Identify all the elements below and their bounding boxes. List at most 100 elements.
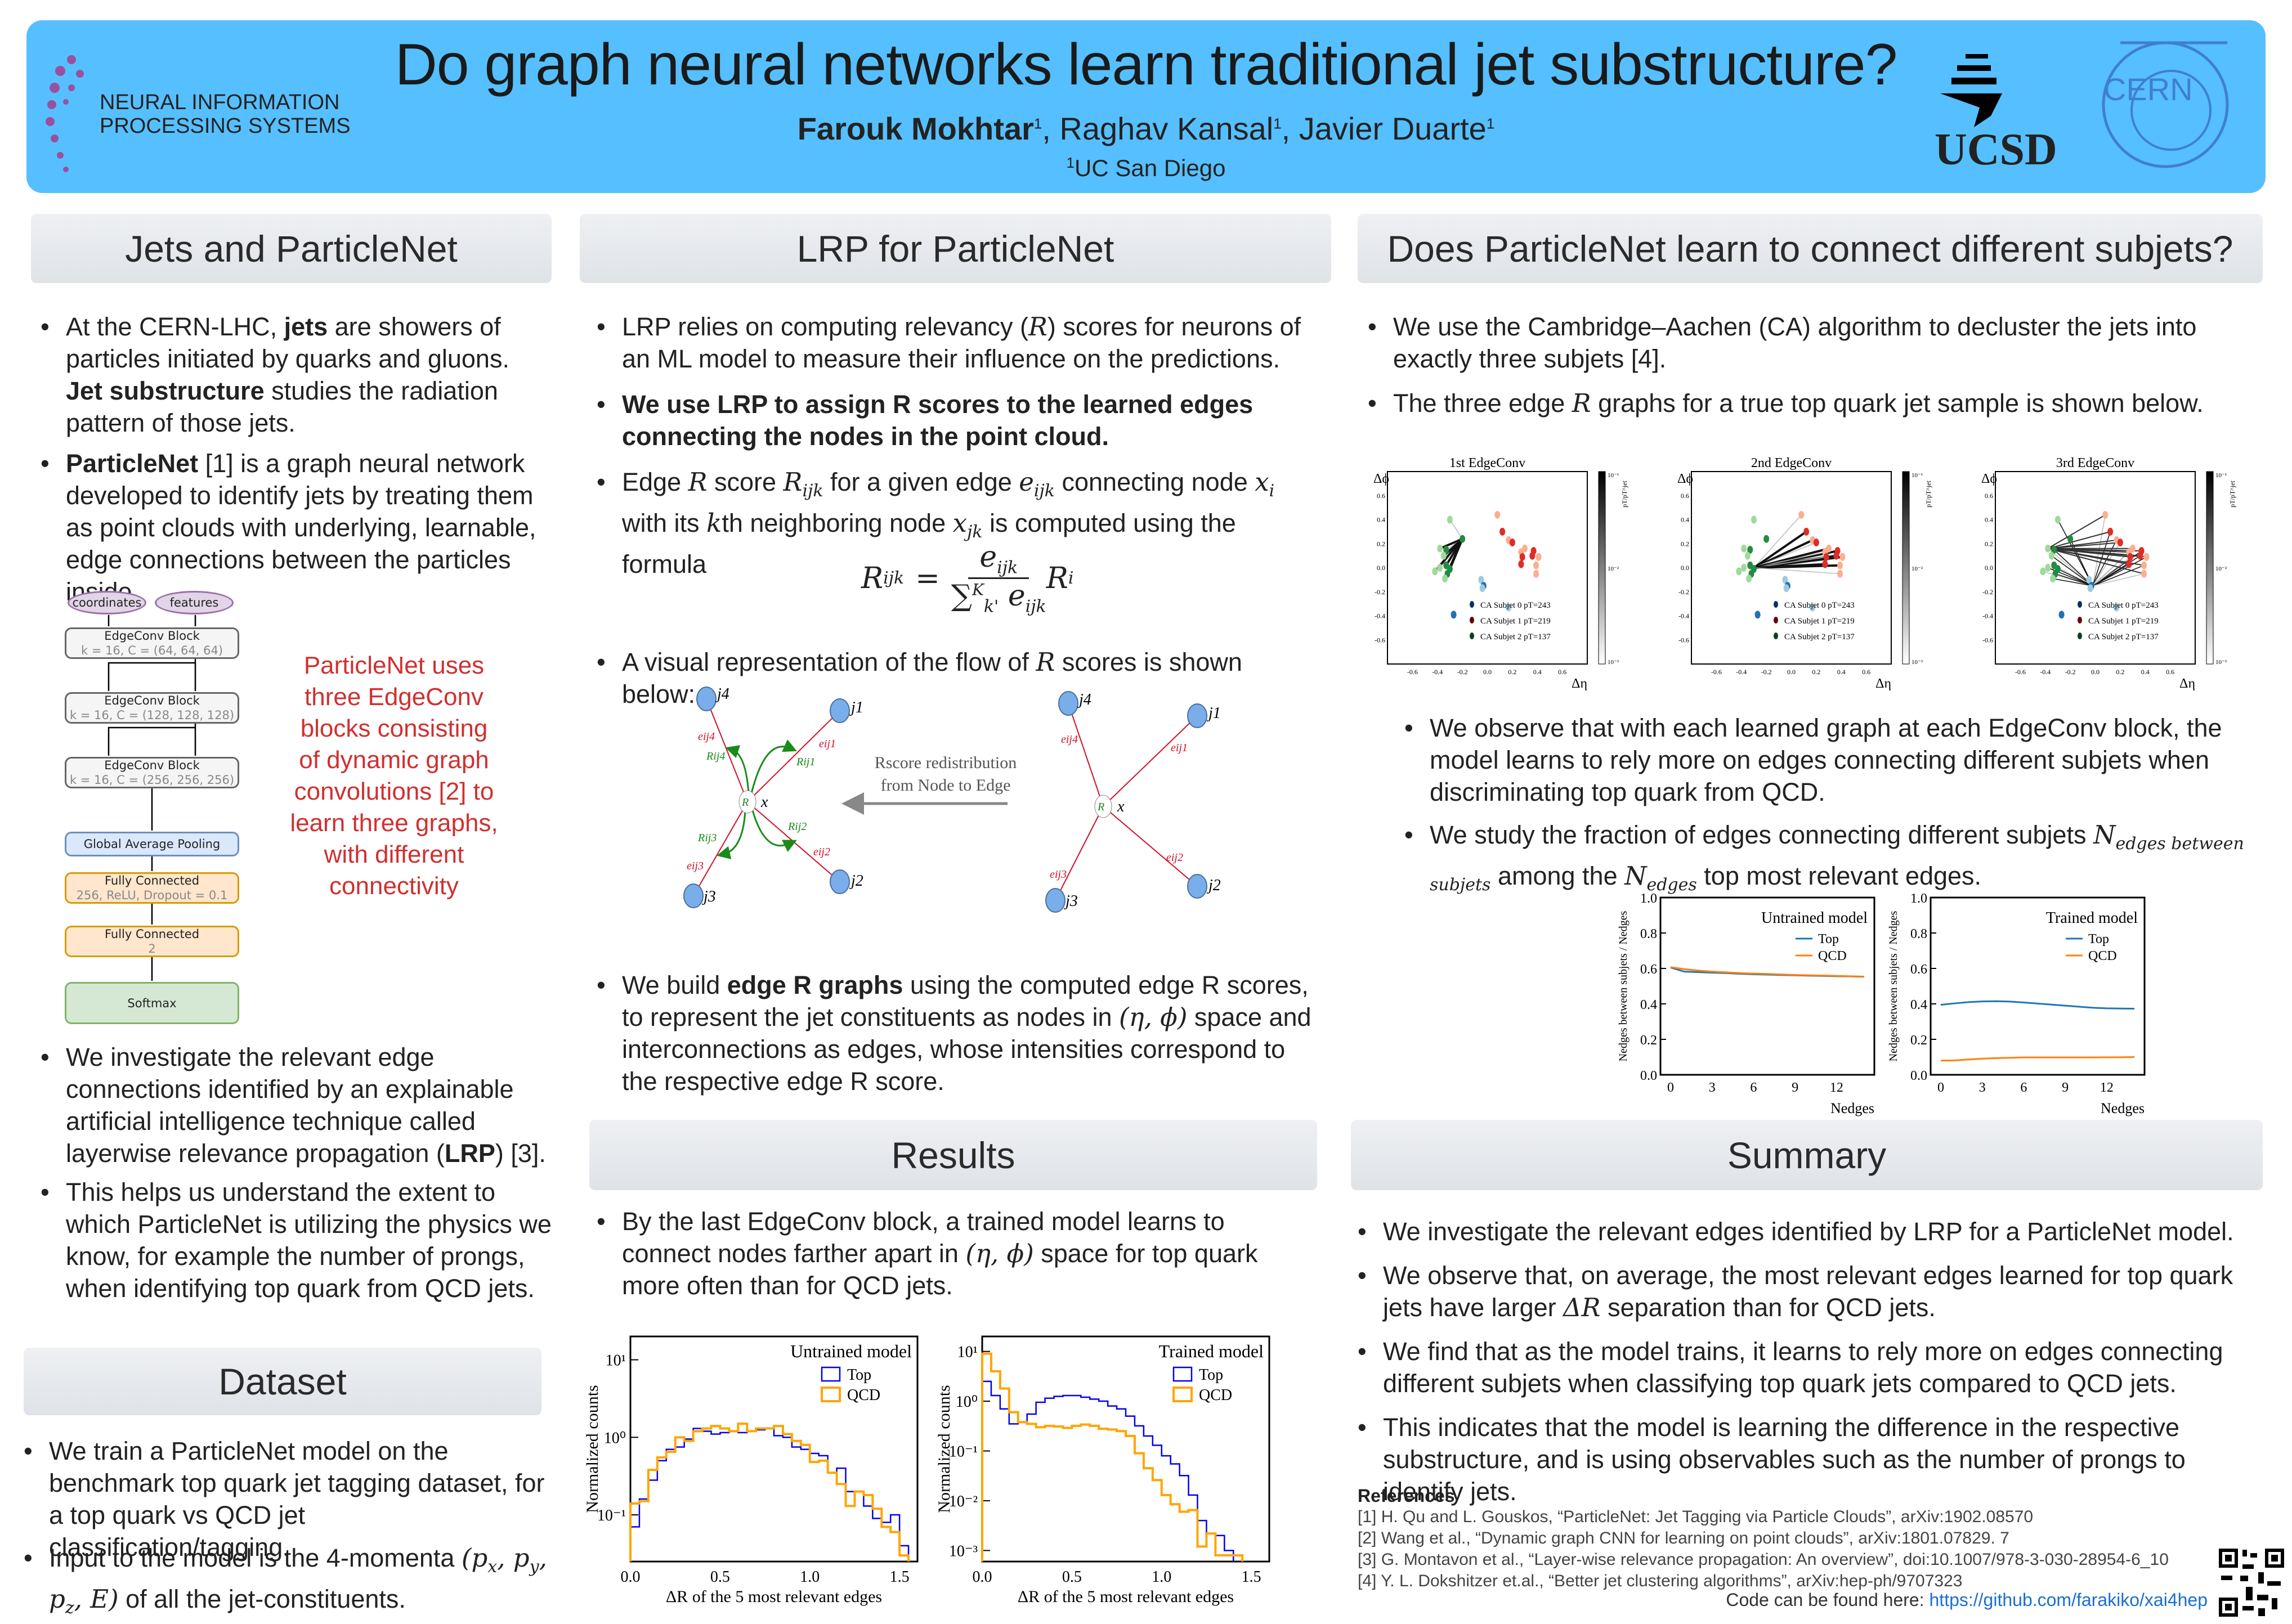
edge-label: eij2 bbox=[813, 846, 830, 858]
subjet-1-node bbox=[2127, 553, 2133, 561]
center-node-label: x bbox=[1117, 798, 1125, 815]
legend-label: QCD bbox=[2088, 949, 2117, 963]
block-title: EdgeConv Block bbox=[104, 694, 200, 707]
graph-edge bbox=[2092, 557, 2147, 586]
plot-frame bbox=[981, 1335, 1270, 1563]
colorbar-tick-label: 10⁻³ bbox=[1608, 659, 1619, 666]
y-tick-label: 0.2 bbox=[1681, 540, 1689, 548]
x-tick-label: 0.4 bbox=[2141, 668, 2150, 676]
y-tick-label: 0.4 bbox=[1985, 516, 1993, 524]
subjet-1-node bbox=[1822, 560, 1828, 568]
subjet-0-node bbox=[1810, 603, 1816, 612]
x-tick-label: 1.5 bbox=[890, 1568, 910, 1586]
text-segment: We observe that, on average, the most re… bbox=[1383, 1261, 2233, 1322]
plot-frame bbox=[1387, 471, 1588, 665]
bullet-jets-4: This helps us understand the extent to w… bbox=[41, 1176, 553, 1304]
plot-title: Untrained model bbox=[790, 1341, 912, 1361]
subjet-2-node bbox=[2040, 567, 2046, 576]
y-tick-label: 0.4 bbox=[1910, 998, 1927, 1012]
subjet-1-node bbox=[2107, 527, 2114, 536]
legend-label: CA Subjet 1 pT=219 bbox=[2088, 617, 2159, 626]
legend-label: CA Subjet 2 pT=137 bbox=[2088, 632, 2159, 641]
reference-item: [2] Wang et al., “Dynamic graph CNN for … bbox=[1358, 1529, 2009, 1547]
histogram-qcd bbox=[981, 1352, 1244, 1562]
x-tick-label: 0.5 bbox=[1062, 1568, 1082, 1586]
legend-marker bbox=[2078, 601, 2082, 608]
legend-marker bbox=[1774, 617, 1778, 623]
legend-label: CA Subjet 1 pT=219 bbox=[1784, 617, 1855, 626]
text-segment: The three edge bbox=[1393, 389, 1572, 418]
subjet-0-node bbox=[2087, 584, 2093, 593]
section-heading-lrp: LRP for ParticleNet bbox=[580, 214, 1331, 283]
subjet-2-node bbox=[1763, 535, 1770, 543]
score-label: Rij4 bbox=[706, 750, 725, 762]
ucsd-logo: UCSD bbox=[1935, 43, 2057, 183]
math-text: N bbox=[2093, 820, 2116, 850]
subjet-2-node bbox=[1437, 544, 1443, 553]
code-link[interactable]: https://github.com/farakiko/xai4hep bbox=[1929, 1590, 2208, 1610]
subjet-1-node bbox=[2117, 539, 2123, 547]
author-affil-mark: 1 bbox=[1033, 115, 1042, 132]
section-heading-dataset: Dataset bbox=[24, 1348, 541, 1415]
subjet-1-node bbox=[2102, 510, 2109, 519]
formula-rhs-sub: i bbox=[1068, 568, 1074, 589]
colorbar bbox=[1902, 471, 1910, 665]
graph-edge bbox=[2048, 548, 2130, 558]
formula-numerator: e bbox=[979, 540, 997, 574]
x-tick-label: 0.0 bbox=[621, 1568, 641, 1586]
colorbar bbox=[1598, 471, 1606, 665]
math-text: , p bbox=[497, 1543, 530, 1573]
x-tick-label: -0.2 bbox=[1761, 668, 1772, 676]
x-tick-label: 0.6 bbox=[1862, 668, 1870, 676]
author-affil-mark: 1 bbox=[1273, 115, 1282, 132]
text-segment: using the computed edge R scores, to rep… bbox=[622, 971, 1309, 1031]
subjet-1-node bbox=[1533, 569, 1539, 578]
legend-label: CA Subjet 0 pT=243 bbox=[2088, 601, 2159, 610]
plot-frame bbox=[629, 1335, 919, 1563]
bullet-lrp-5: We build edge R graphs using the compute… bbox=[597, 969, 1317, 1097]
math-text: , p bbox=[49, 1543, 547, 1614]
bullet-subjets-1: We use the Cambridge–Aachen (CA) algorit… bbox=[1368, 311, 2257, 375]
lrp-flow-diagram: Rscore redistribution from Node to Edge … bbox=[683, 685, 1221, 913]
bullet-subjets-4: We study the fraction of edges connectin… bbox=[1404, 819, 2260, 901]
text-segment: studies the radiation pattern of those j… bbox=[66, 376, 498, 437]
flowchart-input-coordinates: coordinates bbox=[68, 591, 146, 614]
text-segment: We find that as the model trains, it lea… bbox=[1383, 1337, 2223, 1398]
legend-swatch bbox=[821, 1387, 841, 1402]
x-tick-label: 6 bbox=[1750, 1080, 1757, 1095]
block-title: EdgeConv Block bbox=[104, 629, 200, 643]
legend-swatch bbox=[1172, 1387, 1193, 1402]
subjet-1-node bbox=[1837, 561, 1843, 569]
reference-item: [1] H. Qu and L. Gouskos, “ParticleNet: … bbox=[1358, 1508, 2034, 1526]
graph-edge bbox=[2047, 548, 2129, 565]
block-params: 256, ReLU, Dropout = 0.1 bbox=[76, 889, 228, 902]
x-tick-label: 0.0 bbox=[1787, 668, 1796, 676]
colorbar-tick-label: 10⁻² bbox=[1912, 566, 1923, 572]
edge-label: eij1 bbox=[1171, 742, 1188, 754]
subjet-1-node bbox=[2141, 569, 2147, 578]
legend-label: CA Subjet 2 pT=137 bbox=[1784, 632, 1855, 641]
text-segment: th neighboring node bbox=[722, 509, 953, 537]
bullet-lrp-2: We use LRP to assign R scores to the lea… bbox=[597, 388, 1317, 452]
subjet-2-node bbox=[1460, 535, 1466, 543]
subjet-2-node bbox=[1746, 575, 1752, 583]
x-axis-label: ΔR of the 5 most relevant edges bbox=[666, 1587, 882, 1606]
bullet-summary-3: We find that as the model trains, it lea… bbox=[1358, 1335, 2258, 1399]
x-tick-label: 0.0 bbox=[1483, 668, 1492, 676]
x-tick-label: 3 bbox=[1979, 1080, 1986, 1095]
math-subscript: ijk bbox=[802, 481, 823, 501]
x-axis-label: Nedges bbox=[1830, 1100, 1874, 1116]
node-label: j4 bbox=[1077, 691, 1091, 708]
legend-label: CA Subjet 0 pT=243 bbox=[1480, 601, 1551, 610]
subjet-0-node bbox=[2058, 611, 2065, 619]
formula-fraction: eijk ∑Kk' eijk bbox=[951, 540, 1046, 617]
plot-title: Trained model bbox=[2046, 909, 2138, 927]
x-tick-label: 0 bbox=[1937, 1080, 1944, 1095]
subjet-1-node bbox=[1798, 510, 1805, 519]
formula-denominator: e bbox=[1008, 579, 1026, 613]
subjet-0-node bbox=[1782, 576, 1788, 584]
graph-edge bbox=[2055, 573, 2093, 586]
qr-code-icon[interactable] bbox=[2218, 1547, 2285, 1618]
